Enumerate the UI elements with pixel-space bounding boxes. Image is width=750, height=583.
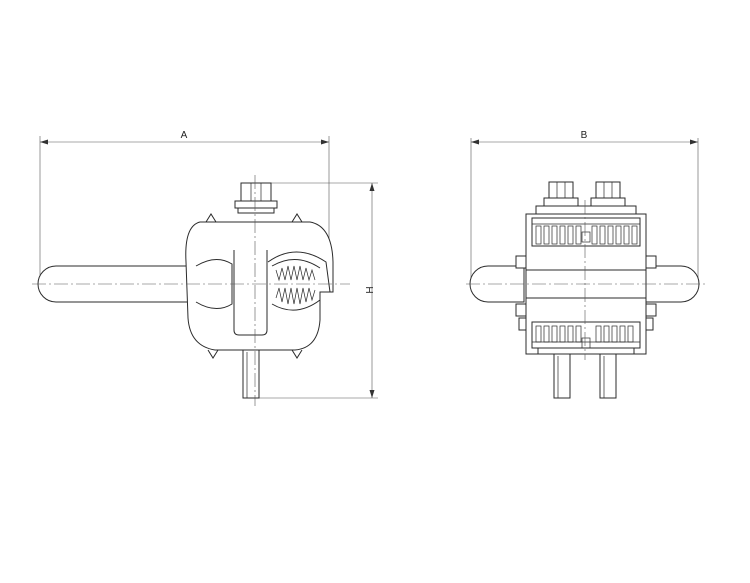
dimension-h: H: [255, 182, 378, 399]
toothed-jaw: [267, 251, 331, 311]
top-bolt: [234, 182, 278, 214]
upper-teeth: [531, 217, 641, 247]
front-bottom-studs: [537, 347, 635, 399]
front-view: B: [466, 130, 706, 399]
dimension-a-label: A: [181, 130, 188, 141]
clamp-housing: [185, 221, 334, 351]
dimension-b: B: [470, 130, 699, 290]
dimension-b-label: B: [581, 130, 588, 141]
dimension-h-label: H: [363, 286, 374, 293]
front-top-bolts: [535, 181, 637, 215]
side-view: A H: [32, 130, 378, 406]
bottom-stud: [242, 349, 260, 399]
